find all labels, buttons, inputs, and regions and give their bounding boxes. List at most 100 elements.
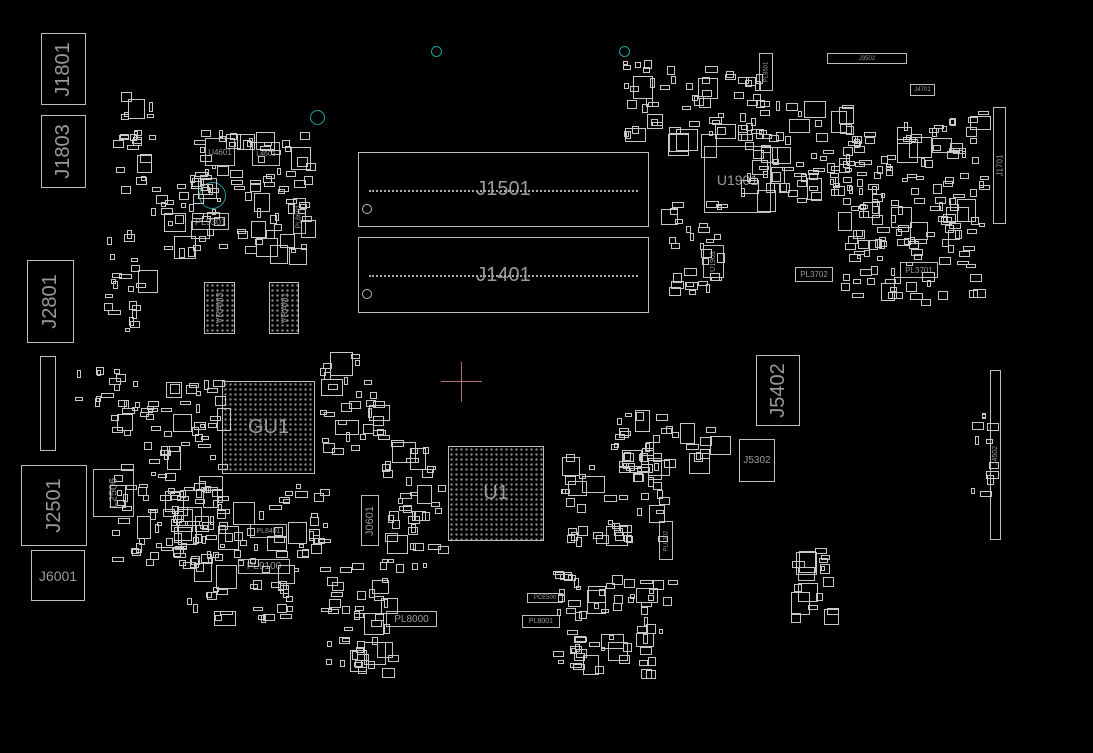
component-connector[interactable] <box>40 356 56 451</box>
smd-pad <box>910 188 919 196</box>
smd-pad <box>961 150 967 158</box>
smd-pad <box>706 238 715 244</box>
smd-pad <box>986 470 999 479</box>
component-j5402[interactable]: J5402 <box>756 355 800 426</box>
component-j1401[interactable]: J1401 <box>358 237 649 313</box>
component-pl8501[interactable]: PL8501 <box>759 53 773 91</box>
smd-pad <box>699 223 708 229</box>
component-j3502[interactable]: J3502 <box>827 53 907 64</box>
smd-pad <box>297 209 306 215</box>
smd-pad <box>97 369 102 377</box>
smd-pad <box>762 171 768 179</box>
smd-pad <box>798 582 818 602</box>
smd-pad <box>151 426 161 431</box>
smd-pad <box>682 106 691 111</box>
component-pl3701[interactable]: PL3701 <box>900 262 938 278</box>
smd-pad <box>248 558 259 568</box>
smd-pad <box>615 531 625 541</box>
smd-pad <box>298 543 304 548</box>
smd-pad <box>110 254 116 261</box>
smd-pad <box>647 595 654 602</box>
component-pl3702[interactable]: PL3702 <box>795 267 833 282</box>
component-j1501[interactable]: J1501 <box>358 152 649 227</box>
smd-pad <box>180 400 191 405</box>
component-j1701[interactable]: J1701 <box>993 107 1006 224</box>
component-j6001[interactable]: J6001 <box>31 550 85 601</box>
smd-pad <box>971 487 976 494</box>
component-j1801[interactable]: J1801 <box>41 33 86 105</box>
smd-pad <box>76 370 82 378</box>
component-j1803[interactable]: J1803 <box>41 115 86 188</box>
component-vram3[interactable]: VRAM3 <box>204 282 235 334</box>
smd-pad <box>909 236 916 244</box>
smd-pad <box>877 166 883 175</box>
component-u1[interactable]: U1 <box>448 446 544 541</box>
smd-pad <box>657 535 669 543</box>
smd-pad <box>178 524 198 545</box>
smd-pad <box>354 612 364 618</box>
component-j4701[interactable]: J4701 <box>910 84 935 96</box>
smd-pad <box>704 66 718 73</box>
smd-pad <box>300 243 307 250</box>
component-pl8302[interactable]: PL8302 <box>659 521 673 560</box>
smd-pad <box>925 231 935 237</box>
component-j0601[interactable]: J0601 <box>361 495 379 546</box>
smd-pad <box>788 118 810 134</box>
smd-pad <box>613 603 622 612</box>
component-l2506[interactable]: L2506 <box>93 469 134 517</box>
smd-pad <box>309 531 314 542</box>
component-j5302[interactable]: J5302 <box>739 439 775 482</box>
component-label: PL8501 <box>763 61 769 83</box>
smd-pad <box>255 132 275 151</box>
smd-pad <box>314 493 325 503</box>
smd-pad <box>132 310 138 320</box>
component-u1901[interactable]: U1901 <box>704 146 771 213</box>
component-pl8001[interactable]: PL8001 <box>522 615 560 628</box>
smd-pad <box>633 76 653 99</box>
smd-pad <box>218 526 239 551</box>
smd-pad <box>926 279 932 288</box>
component-label: J5302 <box>743 455 771 466</box>
smd-pad <box>842 197 852 206</box>
smd-pad <box>231 180 243 186</box>
smd-pad <box>575 612 582 622</box>
smd-pad <box>864 249 871 257</box>
smd-pad <box>410 448 426 471</box>
smd-pad <box>978 110 989 115</box>
component-j2501[interactable]: J2501 <box>21 465 87 546</box>
smd-pad <box>410 448 418 455</box>
component-label: J1401 <box>476 263 531 286</box>
smd-pad <box>175 215 184 225</box>
smd-pad <box>948 244 955 254</box>
smd-pad <box>149 134 156 140</box>
component-pce500[interactable]: PCE500 <box>527 593 563 603</box>
smd-pad <box>891 291 904 300</box>
smd-pad <box>354 659 362 668</box>
smd-pad <box>821 555 831 560</box>
smd-pad <box>701 76 711 85</box>
smd-pad <box>422 511 430 522</box>
component-j2801[interactable]: J2801 <box>27 260 74 343</box>
smd-pad <box>633 473 644 483</box>
component-pl8401[interactable]: PL8401 <box>250 524 287 538</box>
smd-pad <box>854 162 866 168</box>
smd-pad <box>281 140 290 149</box>
component-pl8601[interactable]: PL8601 <box>293 198 306 234</box>
smd-pad <box>649 589 654 595</box>
component-j4502[interactable]: J4502 <box>990 370 1001 540</box>
smd-pad <box>889 287 898 292</box>
smd-pad <box>891 200 900 207</box>
mounting-hole <box>199 182 226 209</box>
component-vram1[interactable]: VRAM1 <box>269 282 299 334</box>
smd-pad <box>808 605 818 610</box>
component-pl8000[interactable]: PL8000 <box>386 611 437 627</box>
component-label: L4603 <box>256 150 276 158</box>
smd-pad <box>276 168 281 176</box>
component-gu1[interactable]: GU1 <box>222 381 315 474</box>
smd-pad <box>573 636 587 643</box>
smd-pad <box>775 101 780 111</box>
component-label: PL3702 <box>800 270 828 279</box>
smd-pad <box>744 141 754 151</box>
smd-pad <box>871 205 879 215</box>
